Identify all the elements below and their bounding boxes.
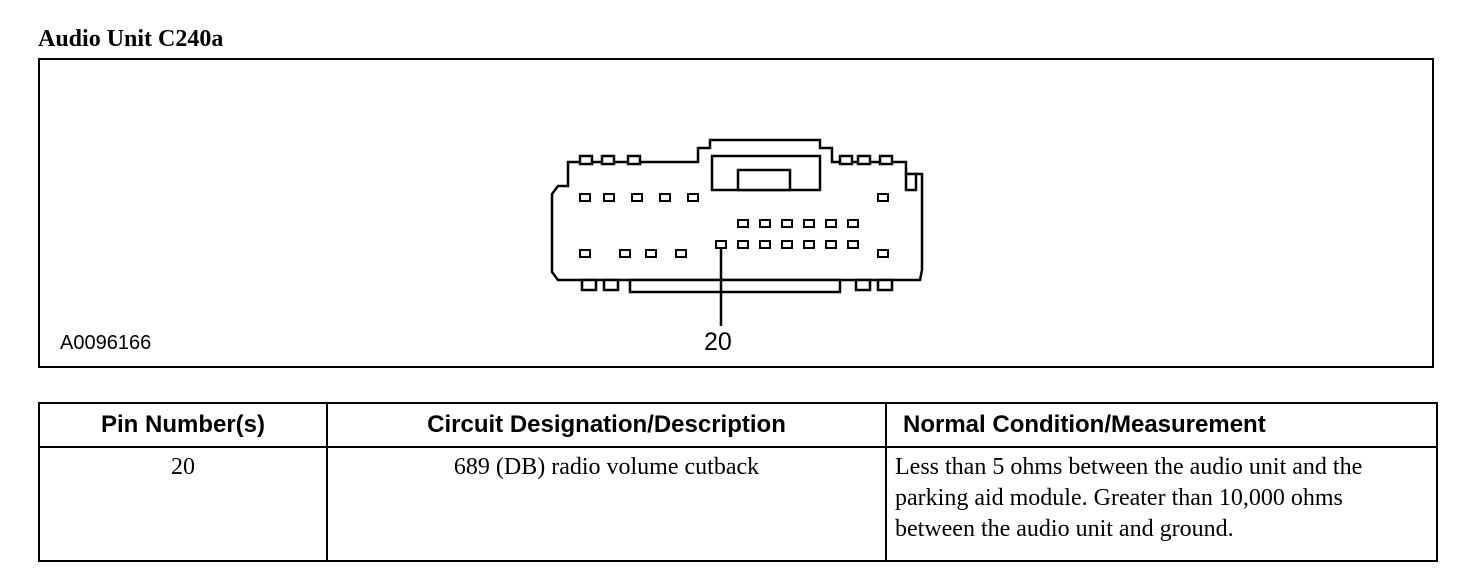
figure-id: A0096166	[60, 332, 152, 354]
bottom-rail	[628, 278, 842, 294]
column-header-pin: Pin Number(s)	[38, 402, 328, 448]
foot	[602, 278, 620, 292]
foot	[876, 278, 894, 292]
pin-cavity	[877, 193, 889, 202]
tab	[600, 154, 616, 166]
pin-cavity	[759, 219, 771, 228]
pin-cavity	[675, 249, 687, 258]
foot	[854, 278, 872, 292]
pin-cavity	[631, 193, 643, 202]
column-header-circuit: Circuit Designation/Description	[326, 402, 887, 448]
pin-cavity	[737, 219, 749, 228]
pin-cavity	[603, 193, 615, 202]
page-title: Audio Unit C240a	[38, 26, 224, 52]
pin-cavity	[877, 249, 889, 258]
pin-cavity-20	[715, 240, 727, 249]
tab	[856, 154, 872, 166]
pin-cavity	[579, 193, 591, 202]
tab	[878, 154, 894, 166]
tab	[578, 154, 594, 166]
pin-cavity	[825, 219, 837, 228]
pin-cavity	[759, 240, 771, 249]
pin-cavity	[737, 240, 749, 249]
table-header-row: Pin Number(s) Circuit Designation/Descri…	[38, 402, 1438, 448]
side-clip	[904, 172, 918, 192]
pin-cavity	[847, 240, 859, 249]
pin-cavity	[803, 219, 815, 228]
pin-cavity	[781, 219, 793, 228]
latch-window	[736, 168, 792, 192]
connector-figure: A0096166 20	[38, 58, 1434, 368]
pin-cavity	[825, 240, 837, 249]
pin-cavity	[847, 219, 859, 228]
pin-cavity	[781, 240, 793, 249]
pin-cavity	[803, 240, 815, 249]
pin-table: Pin Number(s) Circuit Designation/Descri…	[38, 402, 1438, 562]
cell-condition: Less than 5 ohms between the audio unit …	[885, 446, 1438, 562]
pin-callout-label: 20	[704, 328, 732, 356]
pin-cavity	[619, 249, 631, 258]
pin-cavity	[579, 249, 591, 258]
pin-cavity	[659, 193, 671, 202]
connector-diagram	[550, 138, 924, 326]
pin-cavity	[645, 249, 657, 258]
pin-cavity	[687, 193, 699, 202]
cell-pin: 20	[38, 446, 328, 562]
column-header-condition: Normal Condition/Measurement	[885, 402, 1438, 448]
tab	[626, 154, 642, 166]
foot	[580, 278, 598, 292]
cell-circuit: 689 (DB) radio volume cutback	[326, 446, 887, 562]
tab	[838, 154, 854, 166]
table-row: 20 689 (DB) radio volume cutback Less th…	[38, 446, 1438, 562]
